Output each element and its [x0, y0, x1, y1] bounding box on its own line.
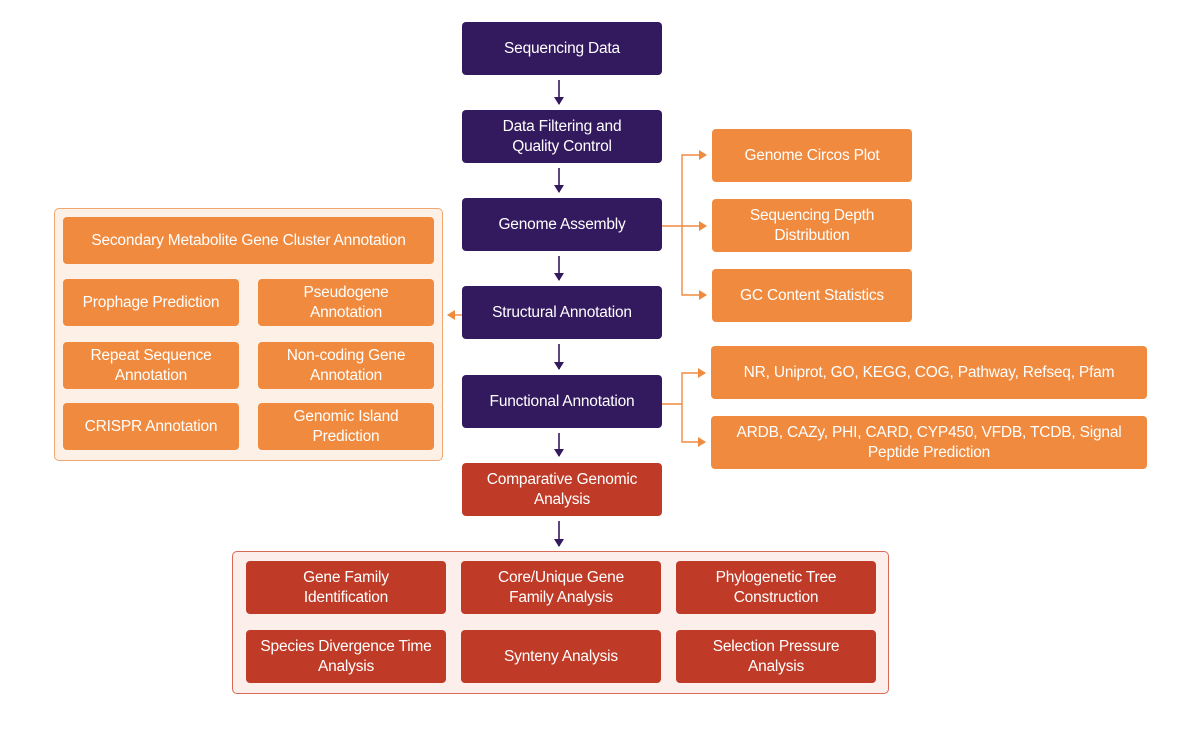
crispr-node: CRISPR Annotation [63, 403, 239, 450]
arrow-assembly-to-circos [681, 150, 707, 226]
divergence-time-node: Species Divergence Time Analysis [246, 630, 446, 683]
database-list-2-node: ARDB, CAZy, PHI, CARD, CYP450, VFDB, TCD… [711, 416, 1147, 469]
core-unique-node: Core/Unique Gene Family Analysis [461, 561, 661, 614]
data-filtering-node: Data Filtering and Quality Control [462, 110, 662, 163]
genome-circos-node: Genome Circos Plot [712, 129, 912, 182]
sequencing-data-node: Sequencing Data [462, 22, 662, 75]
database-list-1-node: NR, Uniprot, GO, KEGG, COG, Pathway, Ref… [711, 346, 1147, 399]
arrow-functional-to-db2 [681, 404, 706, 447]
phylogenetic-tree-node: Phylogenetic Tree Construction [676, 561, 876, 614]
secondary-metabolite-node: Secondary Metabolite Gene Cluster Annota… [63, 217, 434, 264]
prophage-node: Prophage Prediction [63, 279, 239, 326]
arrow-functional-to-db1 [662, 368, 706, 405]
arrow-assembly-to-gc [681, 226, 707, 300]
synteny-node: Synteny Analysis [461, 630, 661, 683]
noncoding-gene-node: Non-coding Gene Annotation [258, 342, 434, 389]
genomic-island-node: Genomic Island Prediction [258, 403, 434, 450]
selection-pressure-node: Selection Pressure Analysis [676, 630, 876, 683]
gc-content-node: GC Content Statistics [712, 269, 912, 322]
pseudogene-node: Pseudogene Annotation [258, 279, 434, 326]
structural-annotation-node: Structural Annotation [462, 286, 662, 339]
gene-family-node: Gene Family Identification [246, 561, 446, 614]
genome-assembly-node: Genome Assembly [462, 198, 662, 251]
sequencing-depth-node: Sequencing Depth Distribution [712, 199, 912, 252]
repeat-sequence-node: Repeat Sequence Annotation [63, 342, 239, 389]
comparative-analysis-node: Comparative Genomic Analysis [462, 463, 662, 516]
functional-annotation-node: Functional Annotation [462, 375, 662, 428]
